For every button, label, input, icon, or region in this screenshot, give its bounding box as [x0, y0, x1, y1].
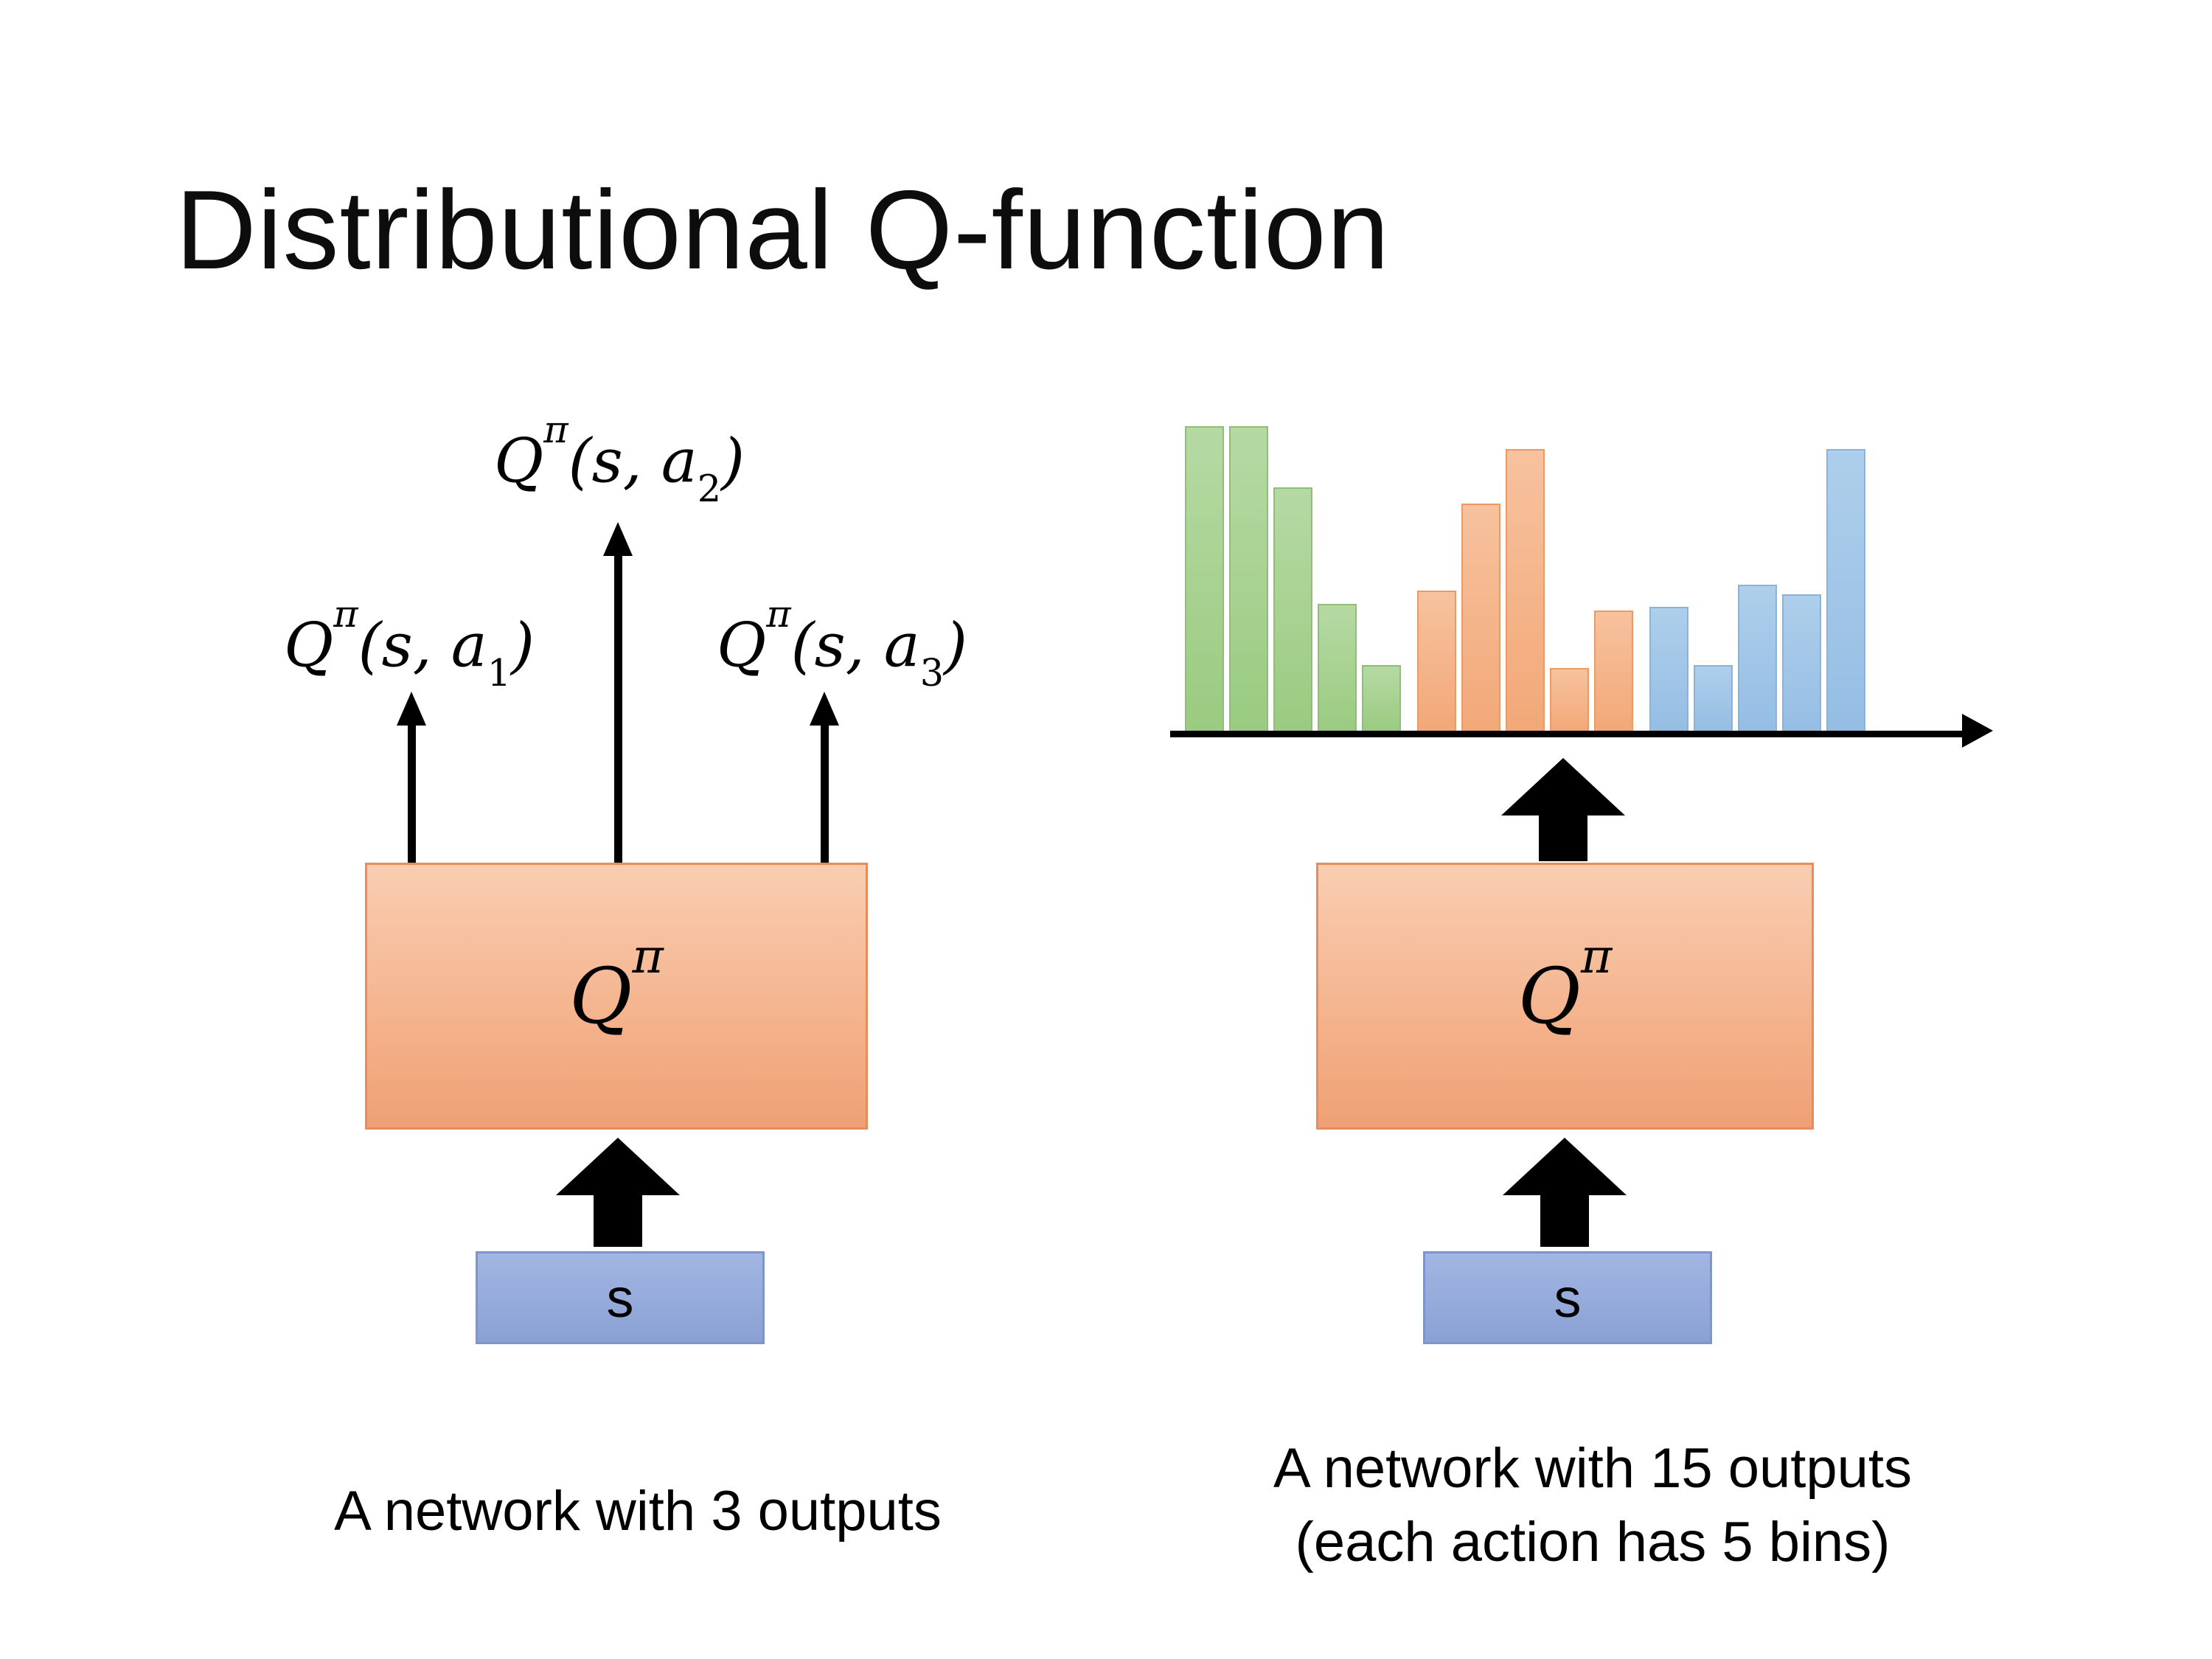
arrowhead-icon — [1503, 1138, 1627, 1195]
histogram-group — [1649, 449, 1865, 733]
histogram-group — [1417, 449, 1633, 733]
right-caption: A network with 15 outputs (each action h… — [1172, 1432, 2013, 1580]
math-open: (s, a — [790, 611, 920, 681]
math-q: Q — [569, 951, 633, 1041]
histogram-bar — [1694, 665, 1733, 733]
histogram-bar — [1594, 611, 1633, 733]
histogram-bar — [1273, 487, 1312, 733]
right-caption-line2: (each action has 5 bins) — [1295, 1511, 1891, 1574]
math-pi: π — [543, 407, 568, 451]
math-pi: π — [1580, 929, 1613, 985]
axis-arrowhead-icon — [1962, 714, 1993, 748]
histogram-bar — [1318, 604, 1357, 733]
histogram-bar — [1185, 426, 1224, 733]
math-pi: π — [766, 591, 791, 636]
arrowhead-icon — [810, 692, 839, 726]
output-arrow-a1-icon — [397, 692, 426, 864]
arrowhead-icon — [397, 692, 426, 726]
math-pi: π — [333, 591, 358, 636]
histogram-bar — [1826, 449, 1865, 733]
output-label-a2: Qπ(s, a2) — [493, 408, 745, 510]
output-label-a3: Qπ(s, a3) — [716, 592, 968, 695]
q-box-label: Qπ — [1517, 929, 1613, 1041]
arrow-body — [1539, 815, 1587, 861]
output-label-a1: Qπ(s, a1) — [283, 592, 535, 695]
arrow-shaft — [407, 726, 416, 864]
q-network-box-right: Qπ — [1316, 863, 1814, 1130]
histogram-bar — [1550, 668, 1589, 733]
histogram-bar — [1362, 665, 1401, 733]
state-box-left: s — [476, 1251, 765, 1344]
math-open: (s, a — [568, 426, 698, 497]
arrow-shaft — [613, 556, 622, 864]
output-arrow-a3-icon — [810, 692, 839, 864]
state-label: s — [1554, 1267, 1582, 1329]
math-close: ) — [944, 611, 968, 681]
state-label: s — [606, 1267, 634, 1329]
input-arrow-right-icon — [1503, 1138, 1627, 1247]
output-arrow-right-icon — [1501, 758, 1625, 861]
histogram-axis — [1170, 731, 1964, 737]
slide-title: Distributional Q-function — [175, 167, 1391, 293]
arrowhead-icon — [1501, 758, 1625, 815]
histogram-bar — [1506, 449, 1545, 733]
arrowhead-icon — [556, 1138, 680, 1195]
math-q: Q — [716, 611, 767, 681]
math-q: Q — [1517, 951, 1581, 1041]
histogram-bar — [1649, 607, 1688, 733]
histogram-bar — [1229, 426, 1268, 733]
q-network-box-left: Qπ — [365, 863, 868, 1130]
arrowhead-icon — [603, 522, 633, 556]
histogram-group — [1185, 426, 1401, 733]
math-q: Q — [283, 611, 334, 681]
math-sub: 3 — [919, 650, 945, 695]
math-q: Q — [493, 426, 544, 497]
histogram-bar — [1461, 504, 1500, 733]
histogram — [1170, 407, 1994, 748]
output-arrow-a2-icon — [603, 522, 633, 864]
histogram-bar — [1782, 594, 1821, 733]
q-box-label: Qπ — [569, 929, 664, 1041]
input-arrow-left-icon — [556, 1138, 680, 1247]
math-close: ) — [721, 426, 745, 497]
math-sub: 2 — [697, 466, 722, 510]
math-sub: 1 — [487, 650, 512, 695]
state-box-right: s — [1423, 1251, 1712, 1344]
histogram-bars — [1185, 426, 1865, 733]
arrow-body — [594, 1195, 642, 1247]
histogram-bar — [1417, 591, 1456, 733]
arrow-body — [1540, 1195, 1589, 1247]
right-caption-line1: A network with 15 outputs — [1273, 1437, 1913, 1500]
histogram-bar — [1738, 585, 1777, 733]
math-pi: π — [632, 929, 664, 985]
math-close: ) — [511, 611, 535, 681]
arrow-shaft — [820, 726, 829, 864]
left-caption: A network with 3 outputs — [334, 1480, 942, 1543]
math-open: (s, a — [358, 611, 487, 681]
